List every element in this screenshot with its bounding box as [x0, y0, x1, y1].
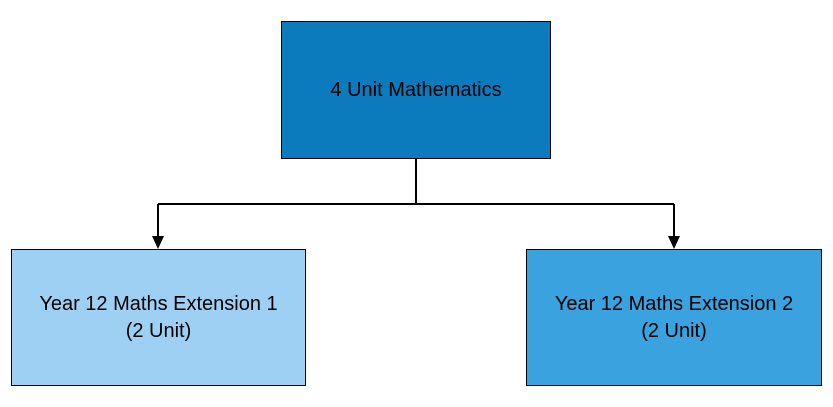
node-label-line-2: (2 Unit): [125, 319, 192, 342]
node-year-12-maths-extension-2: Year 12 Maths Extension 2 (2 Unit): [526, 249, 822, 386]
node-label: Year 12 Maths Extension 1 (2 Unit): [39, 291, 277, 345]
node-label-line-1: 4 Unit Mathematics: [330, 78, 502, 101]
node-label: 4 Unit Mathematics: [330, 77, 501, 104]
node-label-line-2: (2 Unit): [641, 319, 707, 342]
node-4-unit-mathematics: 4 Unit Mathematics: [281, 21, 551, 159]
node-label-line-1: Year 12 Maths Extension 1: [39, 292, 278, 315]
node-label-line-1: Year 12 Maths Extension 2: [554, 292, 794, 315]
arrowhead-right: [668, 236, 680, 249]
arrowhead-left: [152, 236, 164, 249]
node-year-12-maths-extension-1: Year 12 Maths Extension 1 (2 Unit): [11, 249, 306, 386]
node-label: Year 12 Maths Extension 2 (2 Unit): [555, 291, 793, 345]
